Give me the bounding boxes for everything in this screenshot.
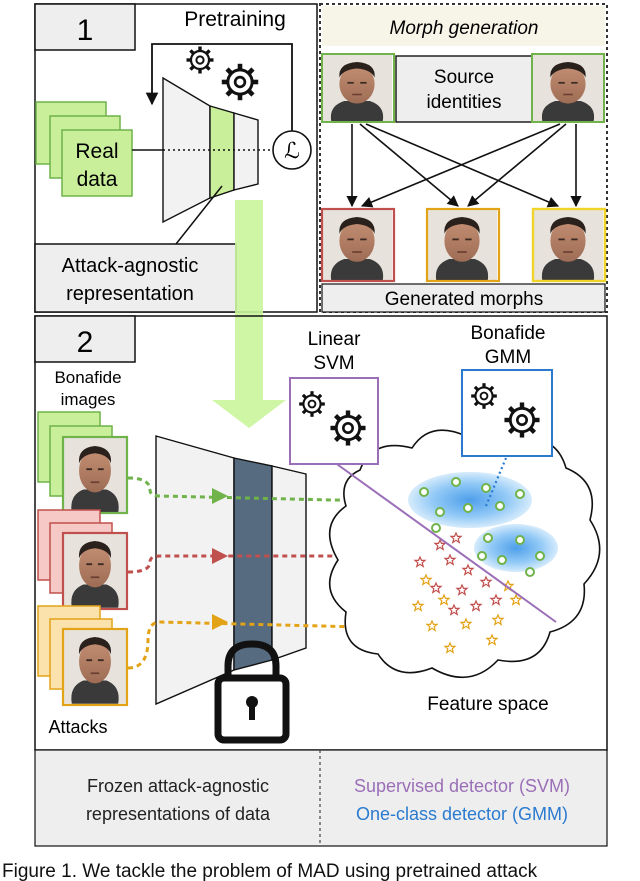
real-data-stack [35, 101, 133, 197]
morph-generation-panel: Morph generation Source identities [319, 3, 608, 313]
generated-morphs-bar [321, 283, 606, 313]
gear-icon [184, 44, 216, 76]
gear-icon [222, 64, 258, 100]
head-layer [233, 112, 259, 191]
bonafide-image-stack [37, 411, 129, 515]
morph-face-yellow [531, 207, 607, 283]
gmm-box [461, 369, 553, 457]
frozen-representation-layer [233, 457, 273, 671]
bonafide-images-line2: images [61, 390, 116, 409]
source-face-right [531, 53, 605, 123]
real-data-label-line1: Real [75, 140, 118, 163]
representation-layer [209, 105, 235, 199]
feature-space-label: Feature space [427, 694, 548, 715]
bonafide-images-line1: Bonafide [54, 368, 121, 387]
bonafide-arrowhead [212, 488, 228, 504]
frozen-repr-line1: Frozen attack-agnostic [87, 776, 269, 796]
representation-label-line2: representation [66, 283, 194, 305]
orange-arrowhead-1 [212, 614, 228, 630]
loss-symbol: ℒ [284, 138, 300, 163]
morph-face-red [320, 207, 396, 283]
panel2-number-box [34, 315, 136, 363]
representation-label-line1: Attack-agnostic [62, 255, 199, 277]
representation-label-box [34, 243, 237, 313]
bottom-summary: Frozen attack-agnostic representations o… [34, 749, 608, 847]
morph-attack-stack-orange [37, 605, 129, 707]
summary-bar [34, 749, 608, 847]
morph-title: Morph generation [390, 18, 539, 39]
frozen-head-layer [271, 465, 307, 661]
svm-label-line2: SVM [313, 353, 354, 374]
supervised-detector-label: Supervised detector (SVM) [354, 776, 570, 796]
morph-face-orange [425, 207, 501, 283]
detection-panel: 2 Bonafide images Attacks [34, 315, 608, 751]
one-class-detector-label: One-class detector (GMM) [356, 804, 568, 824]
frozen-repr-line2: representations of data [86, 804, 271, 824]
loss-circle [272, 130, 312, 170]
morph-flow-arrow-red [127, 554, 400, 574]
gmm-pointer [484, 457, 508, 507]
representation-pointer [175, 185, 223, 245]
gmm-label-line2: GMM [485, 347, 531, 368]
real-data-label-line2: data [77, 168, 118, 191]
morph-arrows [346, 123, 582, 208]
pretraining-title: Pretraining [184, 8, 286, 31]
svm-box [289, 377, 379, 465]
svm-decision-boundary [333, 461, 557, 623]
feedback-loop-arrow [145, 43, 293, 138]
pretraining-panel: 1 Pretraining Real data ℒ Attack-agnosti… [34, 3, 318, 313]
source-identities-box [395, 55, 533, 123]
source-identities-line1: Source [434, 67, 494, 88]
source-identities-line2: identities [427, 92, 502, 113]
attacks-label: Attacks [48, 717, 107, 737]
morph-attack-stack-red [37, 509, 129, 611]
encoder-network [162, 76, 211, 224]
gmm-component-1 [408, 472, 532, 528]
bonafide-points [419, 477, 545, 577]
figure-caption: Figure 1. We tackle the problem of MAD u… [2, 861, 538, 881]
lock-icon [214, 640, 290, 744]
frozen-encoder [155, 435, 235, 706]
svm-label-line1: Linear [308, 329, 361, 350]
red-arrowhead-1 [212, 548, 228, 564]
panel2-number: 2 [77, 326, 94, 359]
source-face-left [320, 53, 395, 123]
gmm-component-2 [474, 524, 558, 572]
transfer-arrow [212, 200, 286, 428]
panel1-number: 1 [77, 14, 94, 47]
generated-morphs-label: Generated morphs [385, 289, 543, 310]
morph-title-bg [322, 6, 605, 46]
bonafide-flow-arrow [127, 476, 421, 504]
gmm-label-line1: Bonafide [470, 323, 545, 344]
panel1-number-box [34, 3, 136, 51]
morph-flow-arrow-orange [127, 620, 481, 670]
